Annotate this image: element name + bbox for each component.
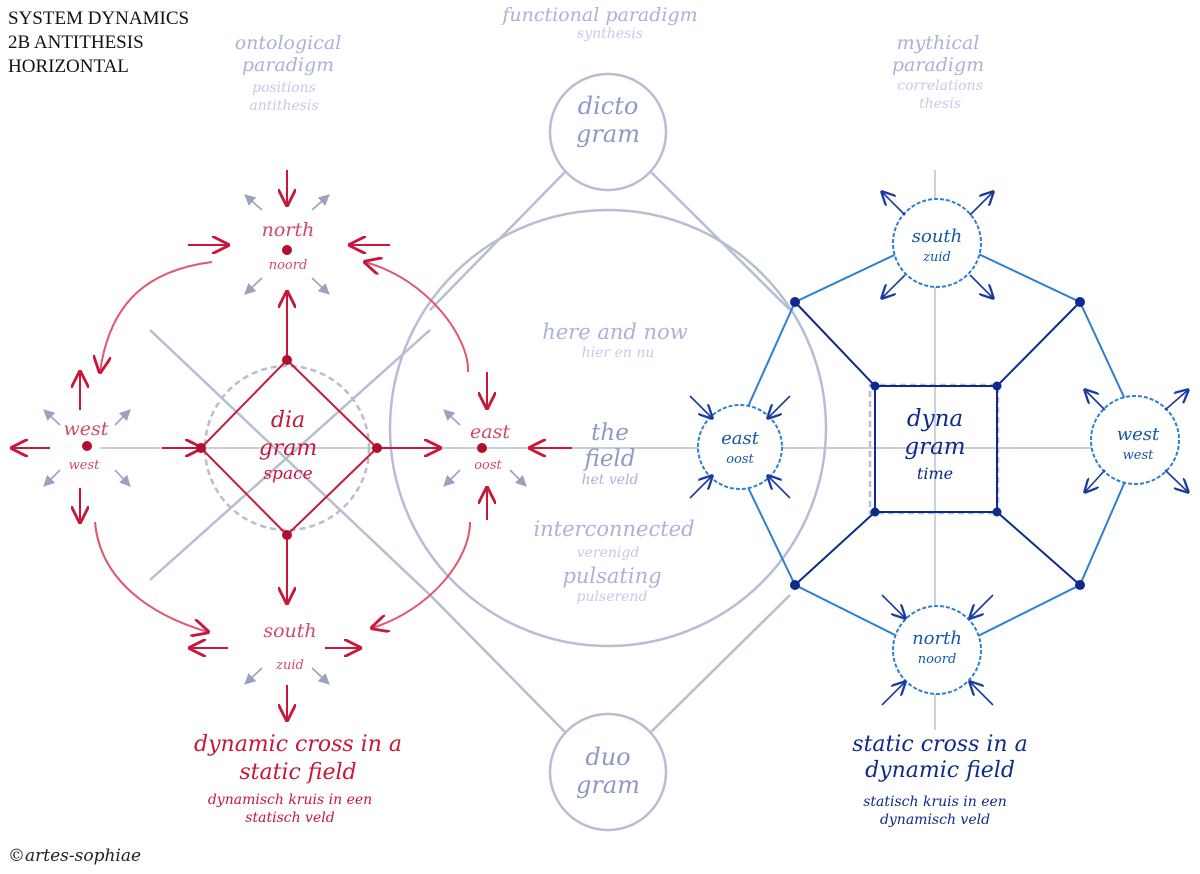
left-caption-nl-1: dynamisch kruis in een	[207, 792, 373, 808]
antithesis-label: antithesis	[249, 98, 319, 114]
dictogram-circle	[548, 72, 668, 192]
dictogram-line-1: dicto	[577, 92, 639, 120]
dynagram-line-2: gram	[904, 434, 966, 460]
left-west-label: west	[63, 418, 109, 440]
right-north-label: north	[912, 628, 962, 649]
left-east-label: east	[470, 421, 510, 443]
right-oost-label: oost	[726, 452, 754, 467]
duogram-line-1: duo	[585, 743, 631, 771]
field-circle	[388, 208, 828, 648]
right-noord-label: noord	[917, 652, 957, 667]
dynagram-time: time	[916, 464, 954, 483]
right-caption-line-1: static cross in a	[852, 732, 1028, 757]
verenigd-label: verenigd	[576, 545, 640, 561]
right-static-cross	[689, 192, 1188, 706]
field-label: field	[584, 446, 636, 472]
duogram-line-2: gram	[576, 771, 640, 799]
mythical-paradigm-label: paradigm	[891, 54, 985, 76]
right-west-nl-label: west	[1122, 448, 1154, 463]
right-caption-line-2: dynamic field	[865, 758, 1015, 783]
left-north-label: north	[261, 219, 315, 241]
left-caption-nl-2: statisch veld	[245, 810, 335, 826]
south-blob	[892, 198, 982, 288]
the-label: the	[591, 420, 629, 446]
positions-label: positions	[252, 80, 316, 96]
left-noord-label: noord	[268, 258, 308, 273]
north-blob	[892, 605, 982, 695]
diagram-line-1: dia	[270, 408, 306, 433]
interconnected-label: interconnected	[533, 517, 695, 541]
copyright-label: ©artes-sophiae	[8, 846, 142, 866]
diagram-space: space	[263, 464, 313, 484]
pulserend-label: pulserend	[576, 589, 648, 605]
dynagram-line-1: dyna	[906, 406, 964, 432]
east-blob	[697, 404, 783, 490]
west-blob	[1090, 395, 1180, 485]
dictogram-line-2: gram	[576, 120, 640, 148]
correlations-label: correlations	[897, 78, 983, 94]
ontological-paradigm-label: paradigm	[241, 54, 335, 76]
here-and-now-label: here and now	[542, 320, 688, 344]
hier-en-nu-label: hier en nu	[581, 345, 655, 361]
right-east-label: east	[721, 428, 759, 449]
left-oost-label: oost	[474, 458, 502, 473]
right-caption-nl-1: statisch kruis in een	[863, 794, 1007, 810]
synthesis-label: synthesis	[577, 26, 643, 42]
header-line-2: 2B ANTITHESIS	[8, 32, 144, 53]
header-line-1: SYSTEM DYNAMICS	[8, 8, 190, 29]
left-caption-line-1: dynamic cross in a	[194, 732, 402, 757]
pulsating-label: pulsating	[562, 564, 662, 588]
left-zuid-label: zuid	[276, 658, 304, 673]
left-south-label: south	[263, 620, 317, 642]
right-zuid-label: zuid	[923, 250, 951, 265]
duogram-circle	[548, 712, 668, 832]
ontological-label: ontological	[234, 32, 342, 54]
header-line-3: HORIZONTAL	[8, 56, 129, 77]
right-west-label: west	[1116, 424, 1160, 445]
right-south-label: south	[911, 226, 963, 247]
mythical-label: mythical	[896, 32, 980, 54]
het-veld-label: het veld	[581, 472, 639, 488]
thesis-label: thesis	[919, 96, 961, 112]
right-caption-nl-2: dynamisch veld	[879, 812, 991, 828]
left-caption-line-2: static field	[239, 760, 357, 785]
diagram-line-2: gram	[258, 436, 318, 461]
functional-paradigm-title: functional paradigm	[502, 4, 698, 26]
left-west-nl-label: west	[68, 458, 100, 473]
left-dynamic-cross	[12, 170, 572, 720]
